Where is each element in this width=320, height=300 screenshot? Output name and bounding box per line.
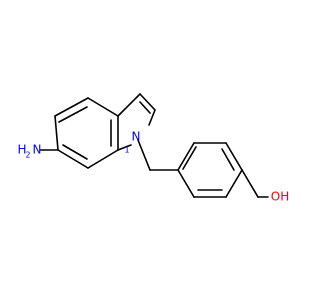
- indole-n-label: N: [132, 130, 141, 144]
- molecule-diagram: H 2 N N 1 OH: [17, 93, 289, 204]
- bond: [62, 144, 88, 160]
- bond: [177, 142, 195, 171]
- amine-h-subscript: 2: [25, 151, 30, 160]
- bond: [137, 139, 151, 171]
- indole-n-locant: 1: [124, 146, 129, 155]
- amine-n-label: N: [33, 143, 42, 157]
- hydroxyl-label: OH: [271, 190, 289, 204]
- bond: [177, 169, 195, 198]
- bond: [87, 149, 119, 169]
- amine-h-label: H: [17, 143, 26, 157]
- bond: [225, 142, 243, 171]
- bond: [225, 169, 243, 198]
- bond: [221, 148, 235, 171]
- bond: [54, 97, 89, 117]
- bond: [139, 93, 156, 111]
- bond: [182, 146, 197, 170]
- bond: [148, 109, 156, 126]
- bond: [241, 169, 259, 198]
- bond: [139, 101, 151, 114]
- bonds: [39, 93, 269, 198]
- bond: [58, 106, 88, 123]
- bond: [57, 149, 89, 169]
- bond: [117, 93, 141, 117]
- bond: [87, 97, 119, 117]
- bond: [54, 115, 59, 151]
- bond: [117, 144, 132, 151]
- atom-labels: H 2 N N 1 OH: [17, 130, 289, 204]
- structure-canvas: H 2 N N 1 OH: [17, 93, 289, 204]
